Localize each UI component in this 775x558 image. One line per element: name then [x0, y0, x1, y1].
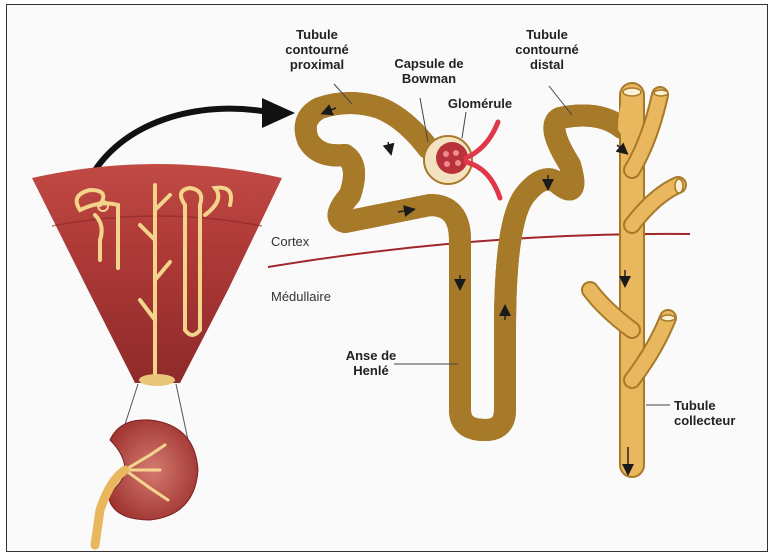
label-tubule-distal: Tubule contourné distal [502, 27, 592, 72]
label-glomerule: Glomérule [430, 96, 530, 111]
label-tubule-collecteur: Tubule collecteur [674, 398, 735, 428]
label-tubule-proximal: Tubule contourné proximal [272, 27, 362, 72]
nephron-tubule [306, 95, 678, 465]
label-anse-henle: Anse de Henlé [336, 348, 406, 378]
kidney-whole [95, 420, 198, 545]
kidney-wedge [32, 164, 282, 386]
label-medullaire: Médullaire [271, 289, 331, 304]
label-cortex: Cortex [271, 234, 309, 249]
zoom-arrow-head [262, 98, 295, 128]
label-capsule-bowman: Capsule de Bowman [384, 56, 474, 86]
